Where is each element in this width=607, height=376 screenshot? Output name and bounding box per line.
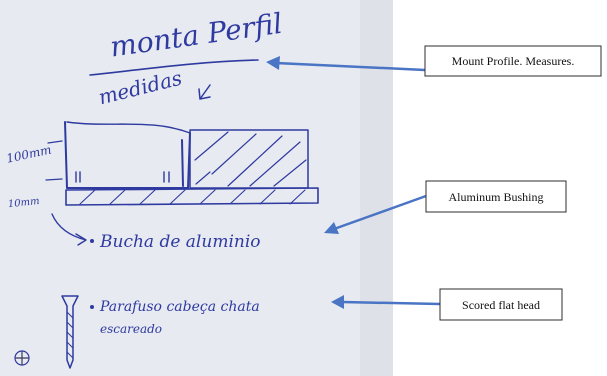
screw-note-line1: Parafuso cabeça chata bbox=[99, 299, 260, 315]
photo-edge-shadow bbox=[360, 0, 393, 376]
callout-mount-profile: Mount Profile. Measures. bbox=[424, 45, 602, 77]
dimension-10mm-label: 10mm bbox=[7, 196, 40, 210]
arrow-scored-flat-head bbox=[331, 295, 441, 309]
callout-scored-flat-head: Scored flat head bbox=[439, 288, 563, 321]
subheading-tick-arrow bbox=[198, 84, 211, 100]
arrow-mount-profile bbox=[266, 56, 426, 72]
dimension-100mm-tick bbox=[45, 140, 63, 181]
screw-note-line2: escareado bbox=[100, 322, 162, 336]
heading-underline bbox=[89, 59, 259, 76]
screw-sketch bbox=[61, 295, 79, 369]
callout-scored-flat-head-label: Scored flat head bbox=[462, 298, 540, 312]
callout-aluminum-bushing-label: Aluminum Bushing bbox=[448, 190, 543, 204]
bushing-bullet bbox=[90, 239, 94, 243]
callout-aluminum-bushing: Aluminum Bushing bbox=[425, 180, 567, 213]
profile-cross-section bbox=[64, 121, 319, 206]
callout-mount-profile-label: Mount Profile. Measures. bbox=[452, 54, 575, 68]
screw-bullet bbox=[90, 305, 94, 309]
crosshair-icon bbox=[14, 350, 30, 366]
bushing-note: Bucha de aluminio bbox=[99, 232, 261, 252]
arrow-aluminum-bushing bbox=[324, 194, 427, 234]
bushing-pointer bbox=[51, 213, 87, 246]
